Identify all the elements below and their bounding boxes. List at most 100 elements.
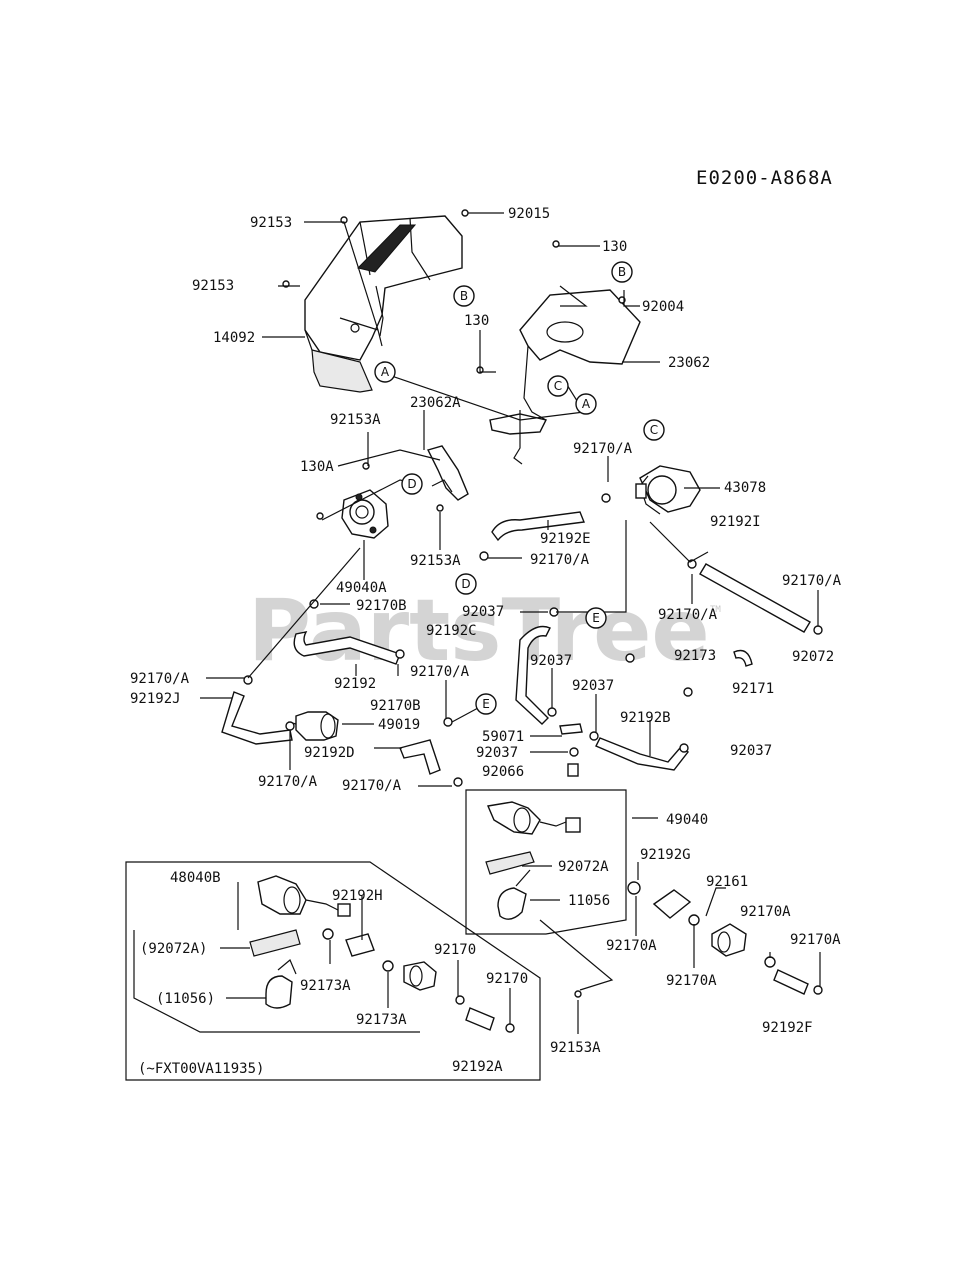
callout-E-carburetor[interactable]: E	[585, 607, 607, 629]
label-92171[interactable]: 92171	[732, 681, 774, 697]
label-92153A[interactable]: 92153A	[410, 553, 461, 569]
label-92192E[interactable]: 92192E	[540, 531, 591, 547]
svg-text:A: A	[582, 397, 591, 411]
callout-E-clamp[interactable]: E	[475, 693, 497, 715]
label-48040B[interactable]: 48040B	[170, 870, 221, 886]
label-59071[interactable]: 59071	[482, 729, 524, 745]
label-92153A[interactable]: 92153A	[550, 1040, 601, 1056]
label-11056[interactable]: 11056	[568, 893, 610, 909]
label-92173A[interactable]: 92173A	[300, 978, 351, 994]
label-92170B[interactable]: 92170B	[356, 598, 407, 614]
label-43078[interactable]: 43078	[724, 480, 766, 496]
label-92170A[interactable]: 92170/A	[342, 778, 402, 794]
hose-92192E-drawing[interactable]	[491, 511, 585, 542]
part-number-labels: 92153 92015 130 92153 92004 14092 130 23…	[130, 206, 842, 1077]
label-92066[interactable]: 92066	[482, 764, 524, 780]
svg-text:C: C	[554, 379, 562, 393]
label-49019[interactable]: 49019	[378, 717, 420, 733]
label-92170A[interactable]: 92170/A	[410, 664, 470, 680]
label-92170A[interactable]: 92170A	[606, 938, 657, 954]
label-92170A[interactable]: 92170/A	[782, 573, 842, 589]
svg-text:E: E	[482, 697, 490, 711]
label-92170A[interactable]: 92170/A	[530, 552, 590, 568]
label-92153[interactable]: 92153	[250, 215, 292, 231]
label-92170A[interactable]: 92170A	[666, 973, 717, 989]
label-92192C[interactable]: 92192C	[426, 623, 477, 639]
label-11056-option[interactable]: (11056)	[156, 991, 215, 1007]
svg-text:B: B	[460, 289, 468, 303]
fuel-pump-49040A-drawing[interactable]	[341, 489, 389, 539]
label-92170A[interactable]: 92170A	[790, 932, 841, 948]
assembly-48040B-box	[125, 861, 541, 1081]
label-92170A[interactable]: 92170/A	[573, 441, 633, 457]
assembly-48040B-inner-frame	[133, 882, 420, 1033]
label-92192B[interactable]: 92192B	[620, 710, 671, 726]
right-fuel-line-parts-drawing[interactable]	[574, 881, 823, 998]
label-92170B[interactable]: 92170B	[370, 698, 421, 714]
label-49040A[interactable]: 49040A	[336, 580, 387, 596]
label-23062A[interactable]: 23062A	[410, 395, 461, 411]
clip-92171-drawing[interactable]	[733, 649, 753, 667]
label-92173A[interactable]: 92173A	[356, 1012, 407, 1028]
carburetor-drawing[interactable]	[635, 465, 701, 515]
svg-text:D: D	[407, 477, 416, 491]
tank-bracket-drawing[interactable]	[489, 289, 641, 465]
label-92153A[interactable]: 92153A	[330, 412, 381, 428]
callout-A-tank[interactable]: A	[374, 361, 396, 383]
label-92037[interactable]: 92037	[530, 653, 572, 669]
hose-92192D-drawing[interactable]	[399, 739, 441, 775]
label-92170A[interactable]: 92170A	[740, 904, 791, 920]
label-130[interactable]: 130	[464, 313, 489, 329]
label-92015[interactable]: 92015	[508, 206, 550, 222]
label-130A[interactable]: 130A	[300, 459, 334, 475]
label-92192J[interactable]: 92192J	[130, 691, 181, 707]
label-92004[interactable]: 92004	[642, 299, 684, 315]
label-92192F[interactable]: 92192F	[762, 1020, 813, 1036]
callout-B-tank[interactable]: B	[453, 285, 475, 307]
label-92170A[interactable]: 92170/A	[258, 774, 318, 790]
label-92153[interactable]: 92153	[192, 278, 234, 294]
label-92170[interactable]: 92170	[486, 971, 528, 987]
pump-bracket-drawing[interactable]	[426, 445, 469, 501]
label-92037[interactable]: 92037	[730, 743, 772, 759]
label-92173[interactable]: 92173	[674, 648, 716, 664]
label-92170A[interactable]: 92170/A	[130, 671, 190, 687]
label-92170[interactable]: 92170	[434, 942, 476, 958]
label-92192[interactable]: 92192	[334, 676, 376, 692]
svg-text:E: E	[592, 611, 600, 625]
callout-C-bracket[interactable]: C	[547, 375, 569, 397]
label-14092[interactable]: 14092	[213, 330, 255, 346]
label-92192A[interactable]: 92192A	[452, 1059, 503, 1075]
label-92192H[interactable]: 92192H	[332, 888, 383, 904]
fuel-filter-49019-drawing[interactable]	[287, 711, 339, 741]
callout-A-bracket[interactable]: A	[575, 393, 597, 415]
hose-92192I-drawing[interactable]	[699, 563, 811, 633]
fuel-pump-assembly-49040-drawing[interactable]	[485, 801, 581, 920]
label-92037[interactable]: 92037	[476, 745, 518, 761]
label-92192G[interactable]: 92192G	[640, 847, 691, 863]
callout-C-carburetor[interactable]: C	[643, 419, 665, 441]
label-92072A[interactable]: 92072A	[558, 859, 609, 875]
label-92161[interactable]: 92161	[706, 874, 748, 890]
label-92072A-option[interactable]: (92072A)	[140, 941, 207, 957]
label-92072[interactable]: 92072	[792, 649, 834, 665]
fuel-tank-drawing[interactable]	[304, 215, 463, 393]
label-92170A[interactable]: 92170/A	[658, 607, 718, 623]
label-23062[interactable]: 23062	[668, 355, 710, 371]
label-92192D[interactable]: 92192D	[304, 745, 355, 761]
callout-D-hose[interactable]: D	[455, 573, 477, 595]
label-92037[interactable]: 92037	[462, 604, 504, 620]
label-130[interactable]: 130	[602, 239, 627, 255]
callout-B-bracket[interactable]: B	[611, 261, 633, 283]
label-49040[interactable]: 49040	[666, 812, 708, 828]
hose-92192C-drawing[interactable]	[515, 625, 551, 725]
hose-92192B-drawing[interactable]	[595, 737, 690, 771]
tee-fitting-drawing[interactable]	[559, 723, 583, 777]
label-92192I[interactable]: 92192I	[710, 514, 761, 530]
fuel-pump-assembly-48040B-drawing[interactable]	[249, 875, 515, 1033]
hose-92192J-drawing[interactable]	[221, 691, 293, 745]
watermark-tm: TM	[710, 605, 721, 615]
callout-D-pump[interactable]: D	[401, 473, 423, 495]
label-92037[interactable]: 92037	[572, 678, 614, 694]
